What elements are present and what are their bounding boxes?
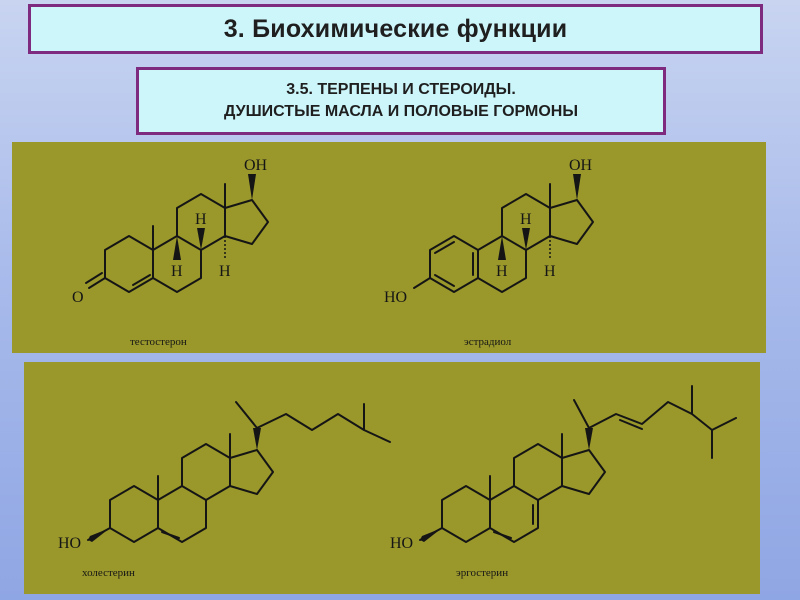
- ergosterol-wedge-ho: [420, 528, 442, 542]
- estradiol-ring-b: [477, 235, 527, 293]
- ergosterol-wedge-side-chain: [585, 428, 593, 450]
- estradiol-wedge-h9: [498, 236, 506, 260]
- cholesterol-wedge-side-chain: [253, 428, 261, 450]
- estradiol-aromatic-bond-3: [434, 274, 455, 287]
- cholesterol-ring-a: [109, 485, 159, 543]
- estradiol-ring-d: [549, 199, 594, 245]
- ergosterol-side-chain-double-bond: [619, 419, 643, 430]
- cholesterol-side-chain: [235, 401, 391, 443]
- testosterone-h14-label: H: [219, 263, 231, 280]
- estradiol-oh-label: OH: [569, 157, 593, 174]
- estradiol-h14-label: H: [544, 263, 556, 280]
- cholesterol-caption: холестерин: [82, 567, 135, 579]
- estradiol-aromatic-bond-1: [434, 241, 455, 254]
- sterols-structures: HO холестерин HO эргостерин: [58, 385, 737, 579]
- subtitle-line-2: ДУШИСТЫЕ МАСЛА И ПОЛОВЫЕ ГОРМОНЫ: [224, 103, 578, 120]
- cholesterol-structure: HO холестерин: [58, 401, 391, 579]
- cholesterol-ring-d: [229, 449, 274, 495]
- testosterone-oh-label: OH: [244, 157, 268, 174]
- ergosterol-ring-d: [561, 449, 606, 495]
- testosterone-ketone-bond-1: [88, 277, 106, 289]
- page-title: 3. Биохимические функции: [223, 14, 568, 43]
- testosterone-o-label: O: [72, 289, 84, 306]
- cholesterol-double-bond-c5-c6: [161, 531, 180, 539]
- estradiol-h9-label: H: [496, 263, 508, 280]
- testosterone-double-bond-c4-c5: [132, 274, 151, 286]
- testosterone-ring-c: [176, 193, 226, 251]
- ergosterol-double-bond-c5-c6: [493, 531, 512, 539]
- estradiol-ho-label: HO: [384, 289, 407, 306]
- ergosterol-ring-c: [513, 443, 563, 501]
- section-subtitle-box: 3.5. ТЕРПЕНЫ И СТЕРОИДЫ. ДУШИСТЫЕ МАСЛА …: [136, 67, 666, 135]
- cholesterol-ring-c: [181, 443, 231, 501]
- testosterone-wedge-h8: [197, 228, 205, 250]
- ergosterol-ring-b: [489, 485, 539, 543]
- cholesterol-wedge-ho: [88, 528, 110, 542]
- testosterone-ketone-bond-2: [85, 272, 103, 284]
- testosterone-caption: тестостерон: [130, 336, 187, 348]
- page-title-box: 3. Биохимические функции: [28, 4, 763, 54]
- ergosterol-side-chain: [573, 385, 737, 459]
- testosterone-ring-b: [152, 235, 202, 293]
- sex-hormones-structures: OH O H H H тестостерон OH HO H H: [72, 157, 594, 348]
- estradiol-h8-label: H: [520, 211, 532, 228]
- testosterone-wedge-oh: [248, 174, 256, 200]
- estradiol-ring-a: [429, 235, 479, 293]
- ergosterol-ho-label: HO: [390, 535, 413, 552]
- ergosterol-ring-a: [441, 485, 491, 543]
- cholesterol-ho-label: HO: [58, 535, 81, 552]
- ergosterol-caption: эргостерин: [456, 567, 508, 579]
- estradiol-wedge-h8: [522, 228, 530, 250]
- cholesterol-ring-b: [157, 485, 207, 543]
- testosterone-structure: OH O H H H тестостерон: [72, 157, 269, 348]
- estradiol-ho-bond: [413, 277, 431, 289]
- testosterone-h9-label: H: [171, 263, 183, 280]
- sex-hormones-panel: OH O H H H тестостерон OH HO H H: [12, 142, 766, 353]
- testosterone-wedge-h9: [173, 236, 181, 260]
- testosterone-h8-label: H: [195, 211, 207, 228]
- ergosterol-structure: HO эргостерин: [390, 385, 737, 579]
- estradiol-wedge-oh: [573, 174, 581, 200]
- testosterone-ring-d: [224, 199, 269, 245]
- sterols-panel: HO холестерин HO эргостерин: [24, 362, 760, 594]
- estradiol-structure: OH HO H H H эстрадиол: [384, 157, 594, 348]
- estradiol-ring-c: [501, 193, 551, 251]
- subtitle-line-1: 3.5. ТЕРПЕНЫ И СТЕРОИДЫ.: [286, 81, 516, 98]
- testosterone-ring-a: [104, 235, 154, 293]
- estradiol-caption: эстрадиол: [464, 336, 512, 348]
